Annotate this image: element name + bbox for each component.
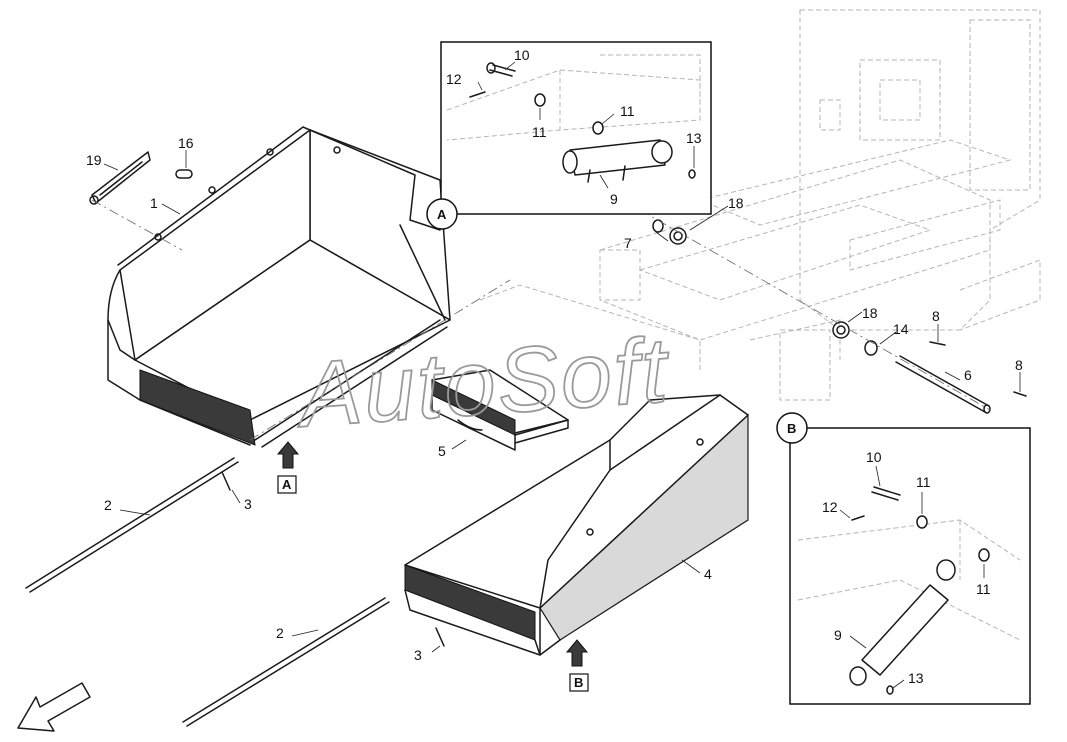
strap-part-19 (89, 151, 151, 205)
detail-inset-b (789, 427, 1031, 705)
callout-2-lower: 2 (276, 625, 284, 641)
pin-part-3-lower (435, 627, 445, 647)
callout-18-lower: 18 (862, 305, 878, 321)
view-arrow-a (276, 441, 300, 469)
callout-14: 14 (893, 321, 909, 337)
view-marker-box-b-label: B (574, 675, 583, 690)
inset-a-callout-13: 13 (686, 130, 702, 146)
clip-part-16 (175, 169, 193, 179)
inset-b-callout-13: 13 (908, 670, 924, 686)
callout-16: 16 (178, 135, 194, 151)
detail-inset-a (440, 41, 712, 215)
inset-a-callout-10: 10 (514, 47, 530, 63)
rod-part-2-upper (25, 457, 239, 593)
inset-b-callout-11-upper: 11 (916, 474, 931, 490)
view-arrow-b (565, 639, 589, 667)
washer-part-14 (864, 340, 878, 356)
callout-4: 4 (704, 566, 712, 582)
inset-b-callout-12: 12 (822, 499, 838, 515)
callout-3-lower: 3 (414, 647, 422, 663)
callout-18-upper: 18 (728, 195, 744, 211)
shaft-part-6 (895, 355, 991, 414)
inset-a-callout-9: 9 (610, 191, 618, 207)
view-marker-circle-b: B (776, 412, 808, 444)
callout-6: 6 (964, 367, 972, 383)
rod-part-2-lower (182, 597, 390, 727)
callout-5: 5 (438, 443, 446, 459)
view-marker-box-b: B (569, 673, 589, 692)
machine-frame-background (479, 9, 1041, 401)
inset-a-callout-12: 12 (446, 71, 462, 87)
tray-part-5 (431, 369, 569, 451)
view-marker-circle-a-label: A (437, 207, 447, 222)
washer-part-7 (652, 219, 664, 233)
callout-8-lower: 8 (1015, 357, 1023, 373)
pin-part-3-upper (221, 471, 231, 491)
view-marker-circle-a: A (426, 198, 458, 230)
assembly-centerlines (91, 199, 991, 441)
bushing-part-18-lower (832, 321, 850, 339)
travel-direction-arrow (17, 682, 91, 732)
callout-3-upper: 3 (244, 496, 252, 512)
inset-b-callout-11-lower: 11 (976, 581, 991, 597)
inset-b-callout-9: 9 (834, 627, 842, 643)
inset-a-callout-11-right: 11 (620, 103, 635, 119)
callout-2-upper: 2 (104, 497, 112, 513)
callout-leaders (103, 61, 1021, 689)
inset-a-callout-11-left: 11 (532, 124, 547, 140)
callout-numbers: 19 16 1 2 3 2 3 4 5 6 7 18 18 14 8 8 10 … (86, 47, 1023, 686)
bushing-part-18-upper (669, 227, 687, 245)
callout-7: 7 (624, 235, 632, 251)
pin-part-8-upper (929, 341, 946, 346)
bin-part-1 (107, 126, 451, 446)
inset-b-callout-10: 10 (866, 449, 882, 465)
callout-19: 19 (86, 152, 102, 168)
chute-part-4 (404, 394, 749, 656)
view-marker-box-a-label: A (282, 477, 292, 492)
callout-8-upper: 8 (932, 308, 940, 324)
view-marker-circle-b-label: B (787, 421, 796, 436)
pin-part-8-lower (1013, 391, 1027, 397)
callout-1: 1 (150, 195, 158, 211)
view-marker-box-a: A (277, 475, 297, 494)
